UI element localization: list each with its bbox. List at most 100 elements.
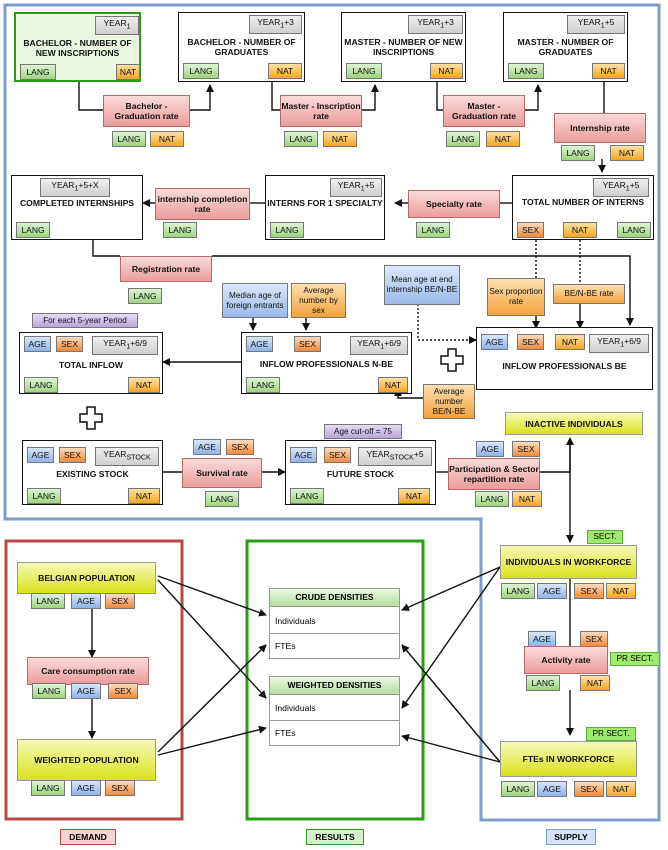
nat-tag: NAT <box>268 63 302 79</box>
bachelor-graduates-box: YEAR1+3 BACHELOR - NUMBER OF GRADUATES L… <box>178 12 305 82</box>
year-tag: YEAR1+3 <box>408 15 463 34</box>
individuals-in-workforce-box: INDIVIDUALS IN WORKFORCE <box>500 545 637 579</box>
lang-tag: LANG <box>508 63 544 79</box>
supply-caption: SUPPLY <box>546 829 596 845</box>
nat-tag: NAT <box>563 222 597 238</box>
nat-tag: NAT <box>150 131 184 147</box>
lang-tag: LANG <box>16 222 50 238</box>
sex-tag: SEX <box>226 439 254 455</box>
sex-tag: SEX <box>105 780 135 796</box>
results-frame <box>245 539 425 821</box>
sex-tag: SEX <box>108 683 138 699</box>
lang-tag: LANG <box>31 780 65 796</box>
age-tag: AGE <box>27 447 54 463</box>
sect-tag: SECT. <box>587 530 623 544</box>
age-tag: AGE <box>537 781 567 797</box>
nat-tag: NAT <box>512 491 542 507</box>
box-title: MASTER - NUMBER OF NEW INSCRIPTIONS <box>344 37 463 57</box>
lang-tag: LANG <box>112 131 146 147</box>
nat-tag: NAT <box>486 131 520 147</box>
box-title: INFLOW PROFESSIONALS N-BE <box>259 359 394 369</box>
inflow-nbe-box: AGE SEX YEAR1+6/9 INFLOW PROFESSIONALS N… <box>241 332 412 394</box>
year-tag: YEAR1+6/9 <box>350 336 408 355</box>
lang-tag: LANG <box>31 593 65 609</box>
completed-internships-box: YEAR1+5+X COMPLETED INTERNSHIPS LANG <box>11 175 143 240</box>
year-tag: YEAR1+5 <box>330 178 382 197</box>
total-interns-box: YEAR1+5 TOTAL NUMBER OF INTERNS SEX NAT … <box>512 175 654 240</box>
crude-ftes-row: FTEs <box>270 633 399 658</box>
lang-tag: LANG <box>561 145 595 161</box>
existing-stock-box: AGE SEX YEARSTOCK EXISTING STOCK LANG NA… <box>22 440 163 505</box>
lang-tag: LANG <box>20 64 56 80</box>
age-tag: AGE <box>528 631 556 647</box>
lang-tag: LANG <box>32 683 66 699</box>
nat-tag: NAT <box>128 488 160 504</box>
nat-tag: NAT <box>398 488 430 504</box>
nat-tag: NAT <box>610 145 644 161</box>
lang-tag: LANG <box>526 675 560 691</box>
pr-sect-tag: PR SECT. <box>586 727 636 741</box>
year-tag: YEAR1+5+X <box>40 178 110 197</box>
survival-rate: Survival rate <box>182 458 262 488</box>
box-title: FUTURE STOCK <box>326 469 395 479</box>
master-graduates-box: YEAR1+5 MASTER - NUMBER OF GRADUATES LAN… <box>503 12 628 82</box>
nat-tag: NAT <box>128 377 160 393</box>
box-title: TOTAL INFLOW <box>59 360 123 370</box>
sex-tag: SEX <box>574 583 604 599</box>
lang-tag: LANG <box>163 222 197 238</box>
year-tag: YEAR1+3 <box>249 15 302 34</box>
year-tag: YEARSTOCK+5 <box>358 447 432 466</box>
age-tag: AGE <box>537 583 567 599</box>
sex-tag: SEX <box>512 441 540 457</box>
year-tag: YEAR1 <box>95 16 139 35</box>
box-title: COMPLETED INTERNSHIPS <box>19 198 135 208</box>
lang-tag: LANG <box>183 63 219 79</box>
total-inflow-box: AGE SEX YEAR1+6/9 TOTAL INFLOW LANG NAT <box>19 332 163 394</box>
lang-tag: LANG <box>246 377 280 393</box>
nat-tag: NAT <box>606 583 636 599</box>
age-tag: AGE <box>476 441 504 457</box>
age-tag: AGE <box>71 780 101 796</box>
specialty-rate: Specialty rate <box>408 190 500 218</box>
avg-by-sex-note: Average number by sex <box>291 283 346 318</box>
lang-tag: LANG <box>290 488 324 504</box>
lang-tag: LANG <box>128 288 162 304</box>
year-tag: YEAR1+6/9 <box>589 334 649 353</box>
sex-tag: SEX <box>294 336 321 352</box>
lang-tag: LANG <box>416 222 450 238</box>
weighted-densities-box: WEIGHTED DENSITIES Individuals FTEs <box>269 676 400 746</box>
weighted-population-box: WEIGHTED POPULATION <box>17 739 156 781</box>
master-inscription-rate: Master - Inscription rate <box>280 95 362 127</box>
median-age-note: Median age of foreign entrants <box>222 283 288 318</box>
supply-frame <box>3 3 661 822</box>
bachelor-graduation-rate: Bachelor - Graduation rate <box>103 95 190 127</box>
sex-tag: SEX <box>56 336 83 352</box>
lang-tag: LANG <box>501 781 535 797</box>
lang-tag: LANG <box>284 131 318 147</box>
box-title: MASTER - NUMBER OF GRADUATES <box>517 37 614 57</box>
sex-tag: SEX <box>574 781 604 797</box>
age-tag: AGE <box>24 336 51 352</box>
lang-tag: LANG <box>617 222 651 238</box>
nat-tag: NAT <box>323 131 357 147</box>
year-tag: YEARSTOCK <box>95 447 159 466</box>
year-tag: YEAR1+5 <box>593 178 649 197</box>
belgian-population-box: BELGIAN POPULATION <box>17 562 156 594</box>
nat-tag: NAT <box>606 781 636 797</box>
interns-one-specialty-box: YEAR1+5 INTERNS FOR 1 SPECIALTY LANG <box>265 175 385 240</box>
master-new-inscriptions-box: YEAR1+3 MASTER - NUMBER OF NEW INSCRIPTI… <box>341 12 466 82</box>
plus-icon <box>79 406 103 430</box>
lang-tag: LANG <box>446 131 480 147</box>
nat-tag: NAT <box>580 675 610 691</box>
registration-rate: Registration rate <box>120 256 212 282</box>
sex-tag: SEX <box>580 631 608 647</box>
nat-tag: NAT <box>116 64 140 80</box>
inflow-be-box: AGE SEX NAT YEAR1+6/9 INFLOW PROFESSIONA… <box>476 327 653 390</box>
box-title: INTERNS FOR 1 SPECIALTY <box>267 198 383 208</box>
ftes-in-workforce-box: FTEs IN WORKFORCE <box>500 741 637 777</box>
age-tag: AGE <box>481 334 508 350</box>
age-tag: AGE <box>246 336 273 352</box>
mean-age-note: Mean age at end internship BE/N-BE <box>384 265 460 305</box>
lang-tag: LANG <box>27 488 61 504</box>
